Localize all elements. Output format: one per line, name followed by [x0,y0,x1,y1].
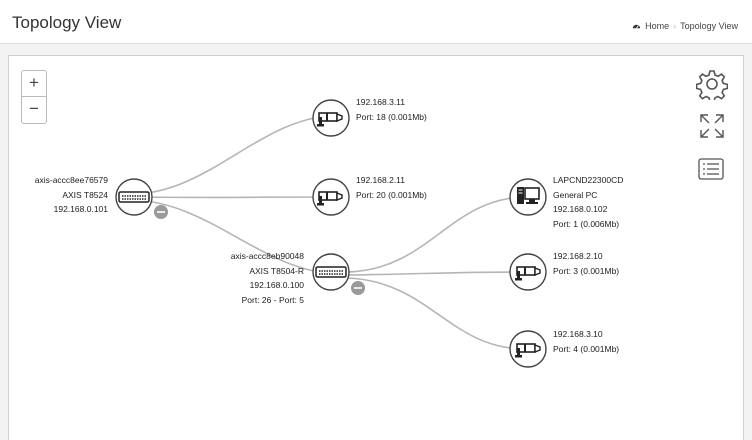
camera-3-port: Port: 3 (0.001Mb) [553,265,620,276]
camera-2-ip: 192.168.2.11 [356,175,405,185]
pc-type: General PC [553,189,598,200]
camera-2-label: 192.168.2.11 Port: 20 (0.001Mb) [356,173,427,202]
pc-label: LAPCND22300CD General PC 192.168.0.102 P… [553,173,623,231]
switch-icon [118,191,150,203]
camera-1-label: 192.168.3.11 Port: 18 (0.001Mb) [356,95,427,124]
plus-icon: + [29,73,39,92]
camera-3-ip: 192.168.2.10 [553,251,603,261]
switch-sub-ip: 192.168.0.100 [249,280,304,290]
breadcrumb: Home › Topology View [632,21,738,31]
pc-port: Port: 1 (0.006Mb) [553,218,620,229]
gear-icon[interactable] [696,68,728,100]
switch-main-label: axis-accc8ee76579 AXIS T8524 192.168.0.1… [35,173,108,217]
page-header: Topology View Home › Topology View [0,0,752,44]
expand-icon[interactable] [699,113,725,139]
link-switch-cam1 [135,115,330,195]
link-sub-cam4 [346,277,525,350]
zoom-out-button[interactable]: − [21,97,47,124]
breadcrumb-home-link[interactable]: Home [645,21,670,31]
camera-2-port: Port: 20 (0.001Mb) [356,189,427,200]
breadcrumb-separator: › [673,21,677,31]
switch-sub-name: axis-accc8eb90048 [230,251,304,261]
switch-node-main[interactable] [115,178,168,219]
switch-node-sub[interactable] [312,253,365,295]
switch-main-model: AXIS T8524 [62,189,108,200]
camera-4-label: 192.168.3.10 Port: 4 (0.001Mb) [553,327,619,356]
zoom-in-button[interactable]: + [21,70,47,97]
switch-main-name: axis-accc8ee76579 [34,175,108,185]
switch-sub-model: AXIS T8504-R [249,265,304,276]
topology-canvas[interactable] [9,56,744,440]
link-switch-sub [135,199,328,274]
switch-sub-label: axis-accc8eb90048 AXIS T8504-R 192.168.0… [231,249,304,307]
switch-icon [315,266,347,278]
camera-node-4[interactable] [509,330,547,368]
camera-4-port: Port: 4 (0.001Mb) [553,343,620,354]
switch-main-ip: 192.168.0.101 [53,204,108,214]
minus-icon: − [29,99,39,118]
pc-icon [517,187,540,204]
camera-node-2[interactable] [312,178,350,216]
topology-panel: + − axis-accc8ee76579 AXIS T8524 192.168… [8,55,744,440]
page-title: Topology View [12,13,122,32]
pc-node[interactable] [509,178,547,216]
collapse-icon[interactable] [351,281,365,295]
camera-4-ip: 192.168.3.10 [553,329,603,339]
camera-3-label: 192.168.2.10 Port: 3 (0.001Mb) [553,249,619,278]
collapse-icon[interactable] [154,205,168,219]
topology-links [135,115,525,350]
pc-ip: 192.168.0.102 [553,204,608,214]
camera-1-port: Port: 18 (0.001Mb) [356,111,427,122]
list-icon[interactable] [698,158,724,180]
dashboard-icon [633,24,641,29]
camera-node-3[interactable] [509,253,547,291]
link-sub-cam3 [346,271,525,276]
link-sub-pc [346,196,525,273]
camera-1-ip: 192.168.3.11 [356,97,405,107]
pc-name: LAPCND22300CD [553,175,624,185]
camera-node-1[interactable] [312,99,350,137]
switch-sub-port: Port: 26 - Port: 5 [241,294,304,305]
breadcrumb-current: Topology View [680,21,738,31]
